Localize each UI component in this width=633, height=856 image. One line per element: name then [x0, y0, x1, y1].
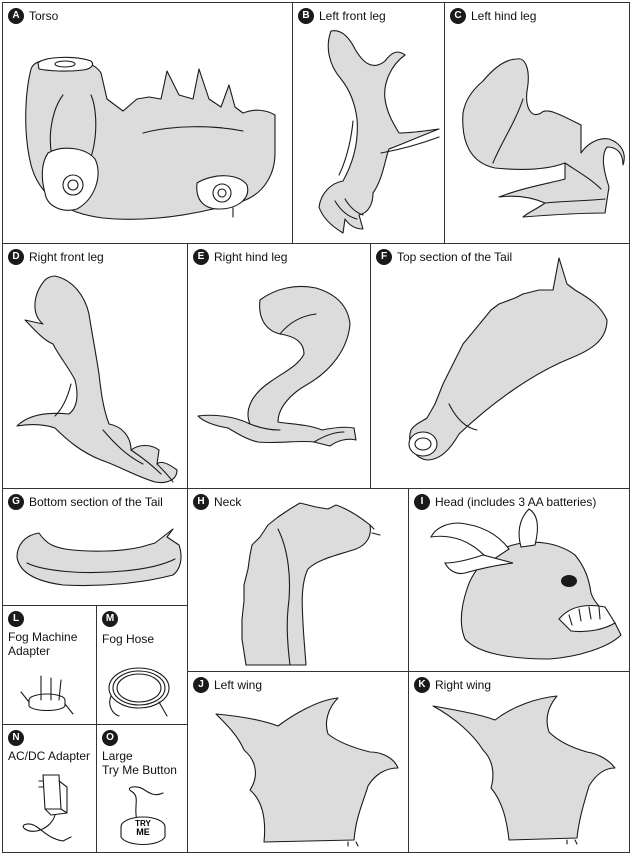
part-letter-badge: E — [193, 249, 209, 265]
part-name: Torso — [29, 9, 59, 23]
part-letter-badge: I — [414, 494, 430, 510]
part-name: Head (includes 3 AA batteries) — [435, 495, 597, 509]
part-name: Fog Hose — [102, 632, 155, 646]
panel-label-text: Fog Hose — [102, 632, 154, 646]
fog-adapter-illustration — [20, 675, 74, 715]
panel-right-hind-leg: E Right hind leg — [187, 243, 371, 489]
panel-torso: A Torso — [2, 2, 293, 244]
top-tail-illustration — [408, 257, 608, 461]
head-illustration — [430, 508, 622, 660]
panel-label: E Right hind leg — [193, 249, 288, 265]
part-name: Left front leg — [319, 9, 386, 23]
left-hind-leg-illustration — [462, 58, 625, 218]
part-name: Right wing — [435, 678, 492, 692]
fog-hose-illustration — [108, 667, 170, 717]
panel-label: L Fog Machine Adapter — [8, 611, 78, 658]
panel-fog-hose: M Fog Hose — [96, 605, 188, 725]
part-name: AC/DC Adapter — [8, 749, 91, 763]
part-name-line1: Fog Machine — [8, 630, 78, 644]
part-letter-badge: M — [102, 611, 118, 627]
panel-ac-dc-adapter: N AC/DC Adapter — [2, 724, 97, 853]
part-name-line2: Try Me Button — [102, 763, 177, 777]
right-front-leg-illustration — [16, 275, 178, 484]
button-print-line2: ME — [136, 827, 150, 837]
part-letter-badge: F — [376, 249, 392, 265]
right-hind-leg-illustration — [197, 285, 357, 447]
bottom-tail-illustration — [16, 528, 182, 587]
panel-label: D Right front leg — [8, 249, 104, 265]
part-letter-badge: A — [8, 8, 24, 24]
part-name: Top section of the Tail — [397, 250, 513, 264]
part-letter-badge: D — [8, 249, 24, 265]
panel-left-front-leg: B Left front leg — [292, 2, 445, 244]
panel-top-tail: F Top section of the Tail — [370, 243, 630, 489]
ac-dc-adapter-illustration — [22, 774, 72, 842]
part-letter-badge: G — [8, 494, 24, 510]
left-front-leg-illustration — [318, 30, 440, 234]
panel-label: N AC/DC Adapter — [8, 730, 91, 763]
panel-right-wing: K Right wing — [408, 671, 630, 853]
part-letter-badge: O — [102, 730, 118, 746]
left-wing-illustration — [215, 697, 399, 847]
part-letter-badge: K — [414, 677, 430, 693]
part-letter-badge: L — [8, 611, 24, 627]
panel-left-wing: J Left wing — [187, 671, 409, 853]
panel-head: I Head (includes 3 AA batteries) — [408, 488, 630, 672]
part-name: Left wing — [214, 678, 263, 692]
panel-label: F Top section of the Tail — [376, 249, 513, 265]
panel-try-me-button: O Large Try Me Button TRY ME — [96, 724, 188, 853]
right-wing-illustration — [432, 695, 616, 845]
panel-label: G Bottom section of the Tail — [8, 494, 163, 510]
panel-label: J Left wing — [193, 677, 263, 693]
part-name: Bottom section of the Tail — [29, 495, 163, 509]
panel-label: B Left front leg — [298, 8, 386, 24]
panel-label: H Neck — [193, 494, 242, 510]
part-letter-badge: B — [298, 8, 314, 24]
part-name-line2: Adapter — [8, 644, 51, 658]
part-letter-badge: H — [193, 494, 209, 510]
panel-label: C Left hind leg — [450, 8, 537, 24]
part-letter-badge: C — [450, 8, 466, 24]
part-name: Left hind leg — [471, 9, 537, 23]
part-name: Neck — [214, 495, 242, 509]
neck-illustration — [241, 502, 381, 666]
try-me-button-illustration: TRY ME — [120, 786, 166, 846]
panel-label: O Large Try Me Button — [102, 730, 177, 777]
part-name: Right hind leg — [214, 250, 288, 264]
panel-label: I Head (includes 3 AA batteries) — [414, 494, 597, 510]
torso-illustration — [25, 56, 276, 220]
panel-bottom-tail: G Bottom section of the Tail — [2, 488, 188, 606]
panel-label: M — [102, 611, 118, 627]
part-letter-badge: J — [193, 677, 209, 693]
panel-label: A Torso — [8, 8, 59, 24]
panel-right-front-leg: D Right front leg — [2, 243, 188, 489]
panel-left-hind-leg: C Left hind leg — [444, 2, 630, 244]
button-print-line1: TRY — [135, 819, 151, 828]
panel-fog-machine-adapter: L Fog Machine Adapter — [2, 605, 97, 725]
part-name: Right front leg — [29, 250, 104, 264]
panel-label: K Right wing — [414, 677, 492, 693]
part-name-line1: Large — [102, 749, 133, 763]
panel-neck: H Neck — [187, 488, 409, 672]
part-letter-badge: N — [8, 730, 24, 746]
